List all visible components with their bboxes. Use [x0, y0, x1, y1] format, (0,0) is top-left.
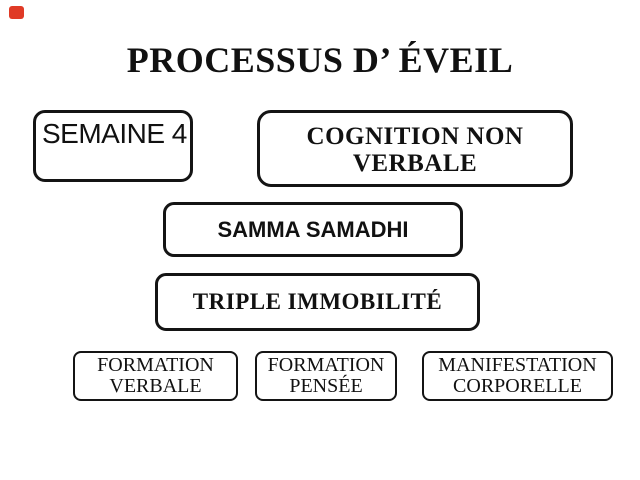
formation-pensee-line-1: FORMATION	[267, 354, 385, 376]
manifestation-line-2: CORPORELLE	[453, 375, 582, 397]
box-semaine-4: SEMAINE 4	[33, 110, 193, 182]
box-manifestation-corporelle: MANIFESTATION CORPORELLE	[422, 351, 613, 401]
samadhi-label: SAMMA SAMADHI	[217, 216, 409, 242]
formation-pensee-line-2: PENSÉE	[289, 375, 363, 397]
triple-label: TRIPLE IMMOBILITÉ	[192, 289, 443, 314]
slide-title: PROCESSUS D’ ÉVEIL	[126, 40, 514, 80]
semaine-label: SEMAINE 4	[42, 118, 187, 149]
formation-verbale-line-2: VERBALE	[109, 375, 202, 397]
red-badge-icon	[9, 6, 24, 19]
box-formation-pensee: FORMATION PENSÉE	[255, 351, 397, 401]
box-samma-samadhi: SAMMA SAMADHI	[163, 202, 463, 257]
manifestation-line-1: MANIFESTATION	[438, 354, 597, 376]
box-triple-immobilite: TRIPLE IMMOBILITÉ	[155, 273, 480, 331]
cognition-line-2: VERBALE	[352, 149, 478, 177]
formation-verbale-line-1: FORMATION	[97, 354, 214, 376]
cognition-line-1: COGNITION NON	[306, 122, 524, 150]
box-cognition-non-verbale: COGNITION NON VERBALE	[257, 110, 573, 187]
box-formation-verbale: FORMATION VERBALE	[73, 351, 238, 401]
